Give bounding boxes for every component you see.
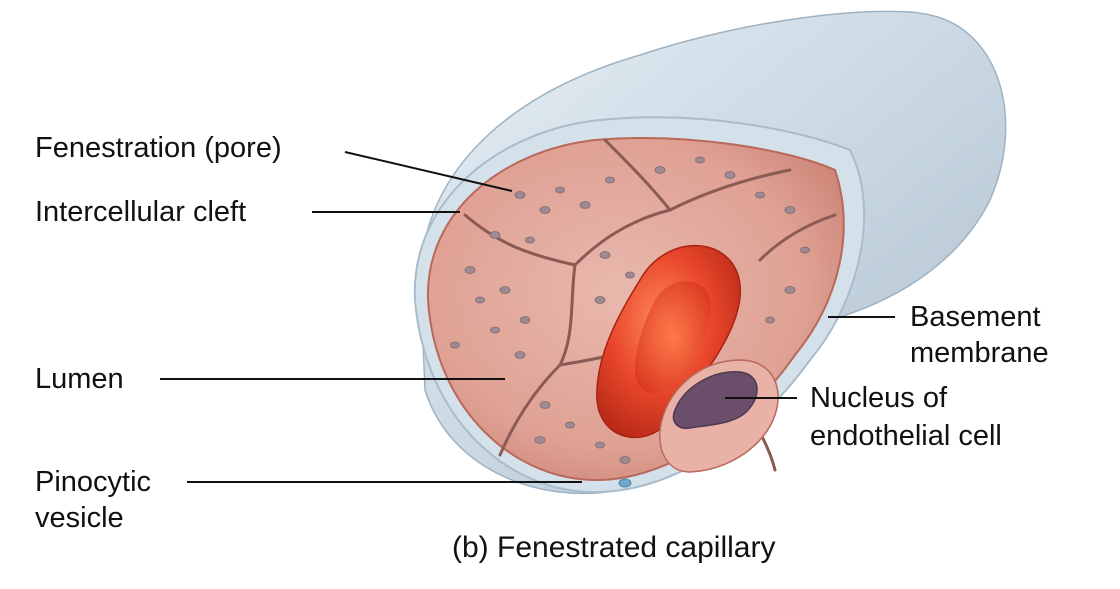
fenestrations [450, 156, 810, 464]
red-blood-cell [596, 244, 741, 439]
figure-caption: (b) Fenestrated capillary [452, 531, 776, 564]
label-lumen: Lumen [35, 363, 124, 395]
fenestration-leader [344, 151, 513, 192]
label-fenestration: Fenestration (pore) [35, 132, 282, 164]
label-basement-line2: membrane [910, 337, 1049, 369]
label-basement-line1: Basement [910, 301, 1041, 333]
pinocytic-vesicle [618, 478, 632, 488]
nucleus-of-endothelial-cell [672, 371, 758, 430]
label-nucleus-line1: Nucleus of [810, 382, 948, 414]
label-pinocytic-line1: Pinocytic [35, 466, 152, 498]
label-pinocytic-line2: vesicle [35, 502, 124, 534]
label-nucleus-line2: endothelial cell [810, 420, 1002, 452]
leader-lines [160, 151, 895, 483]
label-intercellular-cleft: Intercellular cleft [35, 196, 247, 228]
